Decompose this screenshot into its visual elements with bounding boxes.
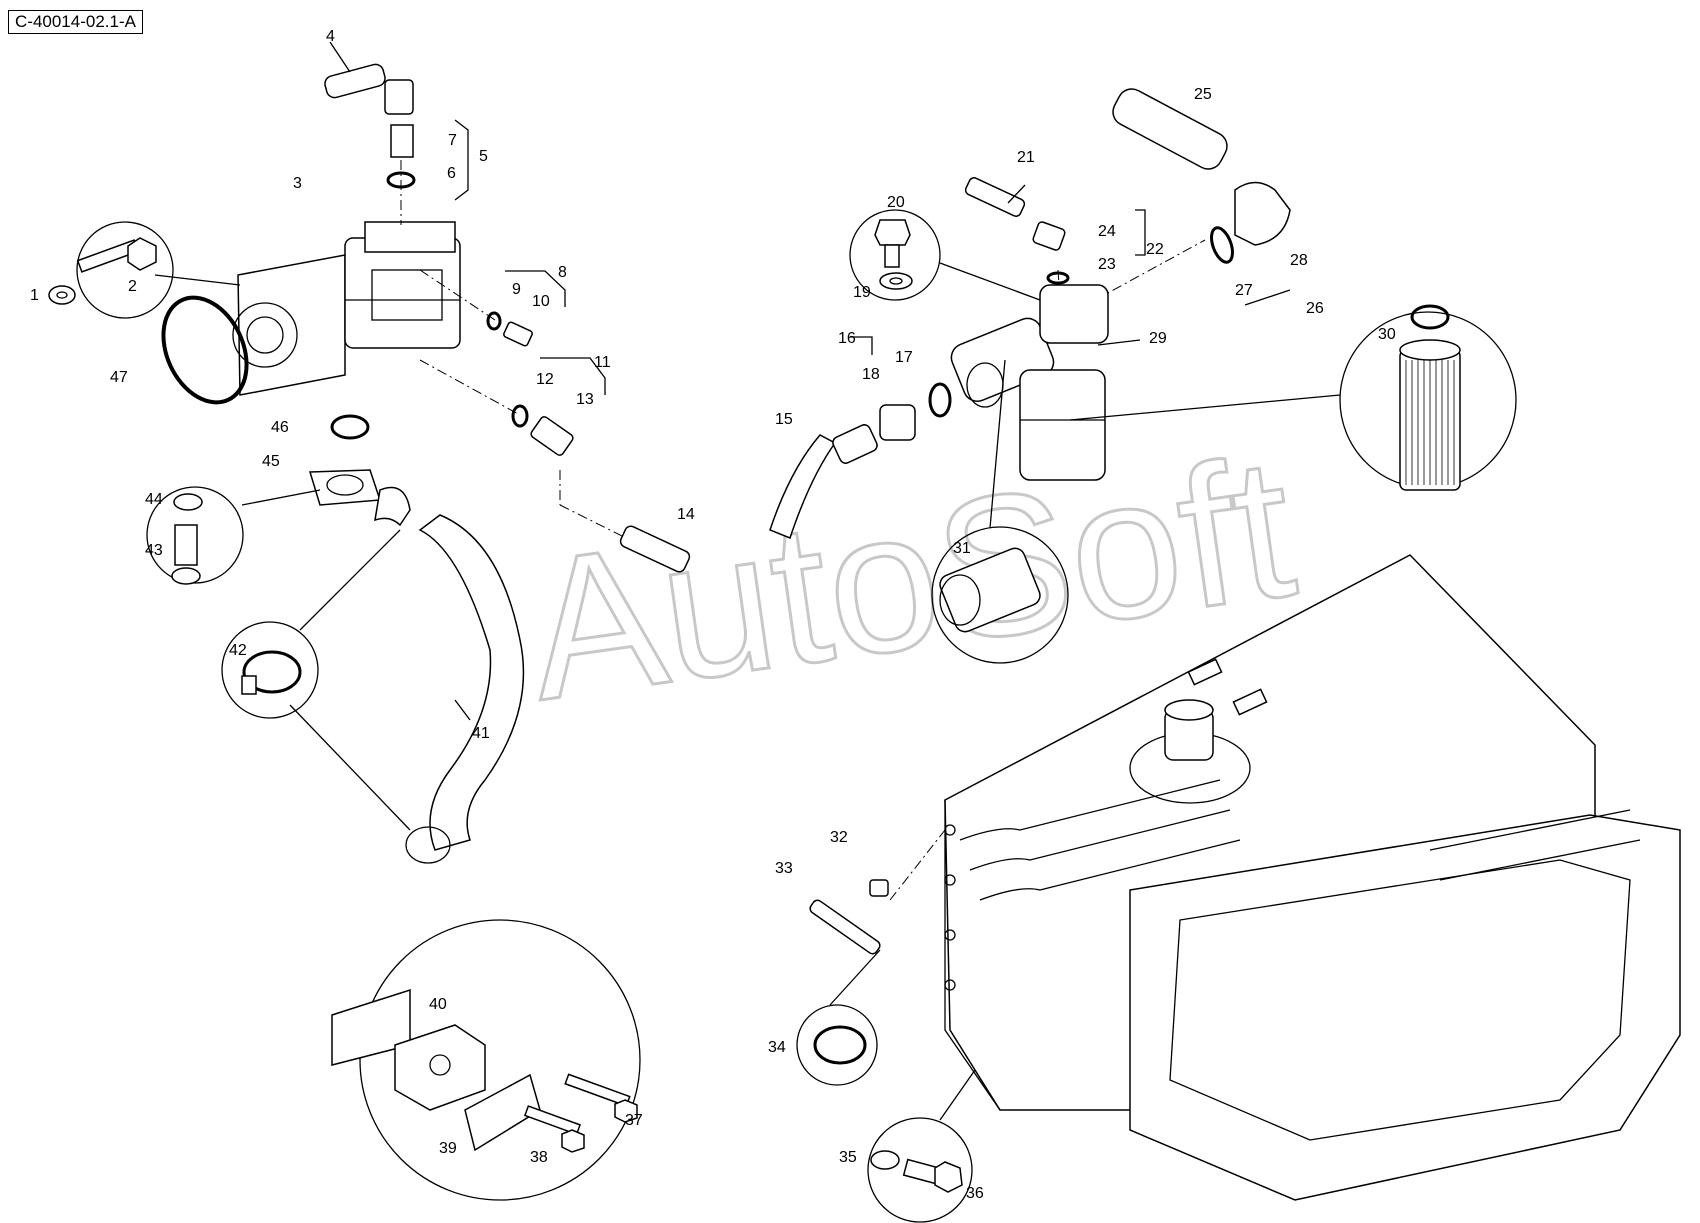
callout-46: 46 bbox=[271, 419, 289, 436]
callout-23: 23 bbox=[1098, 256, 1116, 273]
callout-9: 9 bbox=[512, 281, 521, 298]
drawing-reference-label: C-40014-02.1-A bbox=[8, 10, 143, 34]
callout-12: 12 bbox=[536, 371, 554, 388]
callout-34: 34 bbox=[768, 1039, 786, 1056]
callout-7: 7 bbox=[448, 132, 457, 149]
callout-32: 32 bbox=[830, 829, 848, 846]
callout-5: 5 bbox=[479, 148, 488, 165]
callout-44: 44 bbox=[145, 491, 163, 508]
callout-45: 45 bbox=[262, 453, 280, 470]
callout-15: 15 bbox=[775, 411, 793, 428]
callout-1: 1 bbox=[30, 287, 39, 304]
callout-18: 18 bbox=[862, 366, 880, 383]
callout-21: 21 bbox=[1017, 149, 1035, 166]
callout-8: 8 bbox=[558, 264, 567, 281]
callout-16: 16 bbox=[838, 330, 856, 347]
callout-40: 40 bbox=[429, 996, 447, 1013]
callout-37: 37 bbox=[625, 1112, 643, 1129]
callout-30: 30 bbox=[1378, 326, 1396, 343]
callout-14: 14 bbox=[677, 506, 695, 523]
callout-22: 22 bbox=[1146, 241, 1164, 258]
clamp-bracket-assembly bbox=[331, 919, 641, 1201]
callout-10: 10 bbox=[532, 293, 550, 310]
callout-47: 47 bbox=[110, 369, 128, 386]
callout-11: 11 bbox=[594, 354, 611, 371]
callout-25: 25 bbox=[1194, 86, 1212, 103]
filter-assembly bbox=[769, 88, 1517, 664]
callout-33: 33 bbox=[775, 860, 793, 877]
hydraulic-tank bbox=[796, 554, 1681, 1223]
callout-26: 26 bbox=[1306, 300, 1324, 317]
callout-24: 24 bbox=[1098, 223, 1116, 240]
callout-20: 20 bbox=[887, 194, 905, 211]
callout-27: 27 bbox=[1235, 282, 1253, 299]
callout-29: 29 bbox=[1149, 330, 1167, 347]
callout-19: 19 bbox=[853, 284, 871, 301]
callout-42: 42 bbox=[229, 642, 247, 659]
callout-31: 31 bbox=[953, 540, 971, 557]
callout-28: 28 bbox=[1290, 252, 1308, 269]
callout-36: 36 bbox=[966, 1185, 984, 1202]
callout-17: 17 bbox=[895, 349, 913, 366]
callout-2: 2 bbox=[128, 278, 137, 295]
pump-assembly bbox=[48, 41, 691, 864]
callout-43: 43 bbox=[145, 542, 163, 559]
callout-41: 41 bbox=[472, 725, 490, 742]
callout-3: 3 bbox=[293, 175, 302, 192]
callout-35: 35 bbox=[839, 1149, 857, 1166]
callout-4: 4 bbox=[326, 28, 335, 45]
callout-39: 39 bbox=[439, 1140, 457, 1157]
callout-labels: 1 2 3 4 5 6 7 8 9 10 11 12 13 14 15 16 1… bbox=[30, 28, 1396, 1202]
callout-13: 13 bbox=[576, 391, 594, 408]
callout-6: 6 bbox=[447, 165, 456, 182]
callout-38: 38 bbox=[530, 1149, 548, 1166]
